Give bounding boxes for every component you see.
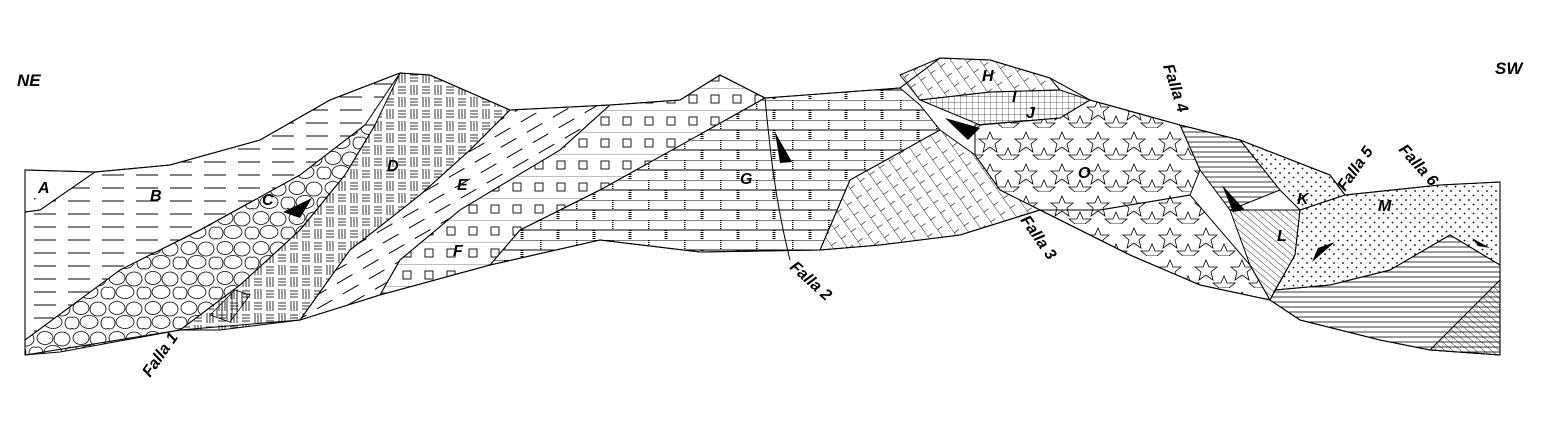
svg-text:·: · [33, 194, 36, 205]
unit-label-o: O [1078, 165, 1091, 182]
fault-label-4: Falla 4 [1159, 62, 1191, 115]
unit-label-i: I [1012, 89, 1017, 106]
unit-label-f: F [453, 243, 464, 260]
fault-label-1: Falla 1 [139, 330, 182, 381]
fault-4-arrow [1222, 185, 1245, 212]
unit-label-d: D [387, 158, 399, 175]
fault-5-arrow [1312, 242, 1335, 262]
unit-label-l: L [1277, 228, 1287, 245]
unit-label-m: M [1378, 198, 1392, 215]
unit-label-a: A [37, 180, 50, 197]
fault-1-arrow [283, 198, 312, 218]
section-base [24, 209, 1501, 356]
fault-2-arrow [775, 132, 792, 163]
unit-label-c: C [262, 192, 274, 209]
fault-label-5: Falla 5 [1334, 143, 1377, 194]
fault-3-arrow [945, 118, 980, 140]
unit-label-g: G [740, 171, 752, 188]
unit-label-h: H [982, 68, 994, 85]
fault-2-trace [764, 97, 791, 261]
unit-label-e: E [457, 177, 469, 194]
unit-vbars-body [209, 289, 251, 323]
fault-label-6: Falla 6 [1395, 141, 1441, 189]
direction-sw-label: SW [1495, 59, 1524, 78]
fault-label-3: Falla 3 [1017, 213, 1060, 264]
unit-label-k: K [1297, 191, 1310, 208]
unit-label-b: B [150, 188, 162, 205]
unit-label-j: J [1026, 105, 1036, 122]
fault-6-arrow [1472, 238, 1490, 248]
fault-label-2: Falla 2 [786, 258, 834, 304]
direction-ne-label: NE [17, 71, 41, 90]
